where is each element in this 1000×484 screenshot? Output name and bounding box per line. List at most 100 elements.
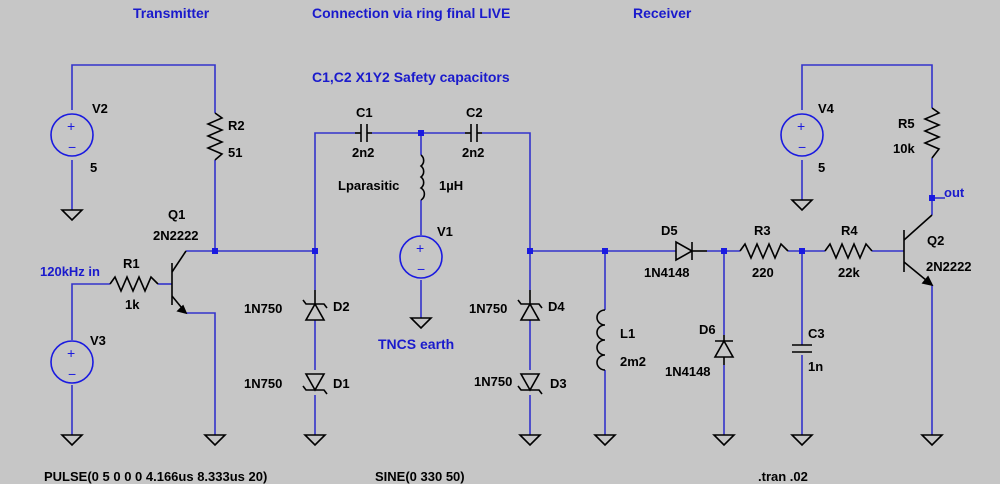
D2-name: D2 — [333, 299, 350, 314]
inductor-Lparasitic[interactable] — [419, 154, 426, 201]
voltage-source-V3[interactable]: + − — [50, 340, 94, 384]
zener-diode-D2[interactable] — [302, 290, 328, 321]
ground-icon — [790, 199, 814, 212]
C2-name: C2 — [466, 105, 483, 120]
V4-value: 5 — [818, 160, 825, 175]
resistor-R5[interactable] — [922, 107, 942, 159]
ground-symbols — [60, 199, 944, 447]
junction-dot — [799, 248, 805, 254]
C2-value: 2n2 — [462, 145, 484, 160]
R5-value: 10k — [893, 141, 915, 156]
D6-value: 1N4148 — [665, 364, 711, 379]
ground-icon — [593, 434, 617, 447]
Q2-name: Q2 — [927, 233, 944, 248]
V2-name: V2 — [92, 101, 108, 116]
V1-name: V1 — [437, 224, 453, 239]
resistor-R1[interactable] — [109, 274, 159, 294]
ground-icon — [60, 434, 84, 447]
input-net-label: 120kHz in — [40, 264, 100, 279]
D1-value: 1N750 — [244, 376, 282, 391]
svg-text:−: − — [798, 139, 806, 155]
junctions — [212, 130, 935, 254]
safety-capacitors-note: C1,C2 X1Y2 Safety capacitors — [312, 69, 510, 85]
C3-value: 1n — [808, 359, 823, 374]
junction-dot — [929, 195, 935, 201]
R2-name: R2 — [228, 118, 245, 133]
diode-D5[interactable] — [675, 240, 707, 262]
svg-text:+: + — [67, 345, 75, 361]
output-net-label: out — [944, 185, 965, 200]
C1-name: C1 — [356, 105, 373, 120]
R4-value: 22k — [838, 265, 860, 280]
svg-text:+: + — [67, 118, 75, 134]
D4-name: D4 — [548, 299, 565, 314]
inductor-L1[interactable] — [596, 309, 606, 371]
transmitter-title: Transmitter — [133, 5, 210, 21]
ground-icon — [303, 434, 327, 447]
ground-icon — [712, 434, 736, 447]
R1-value: 1k — [125, 297, 140, 312]
Q1-value: 2N2222 — [153, 228, 199, 243]
capacitor-C1[interactable] — [355, 124, 372, 142]
resistor-R4[interactable] — [824, 241, 873, 261]
sine-source-spec: SINE(0 330 50) — [375, 469, 465, 484]
receiver-title: Receiver — [633, 5, 692, 21]
D5-value: 1N4148 — [644, 265, 690, 280]
Lparasitic-value: 1µH — [439, 178, 463, 193]
junction-dot — [527, 248, 533, 254]
transistor-Q1[interactable] — [171, 250, 188, 315]
junction-dot — [418, 130, 424, 136]
zener-diode-D4[interactable] — [517, 290, 543, 321]
ground-icon — [920, 434, 944, 447]
V2-value: 5 — [90, 160, 97, 175]
D1-name: D1 — [333, 376, 350, 391]
wires — [71, 64, 945, 435]
capacitor-C2[interactable] — [465, 124, 482, 142]
R1-name: R1 — [123, 256, 140, 271]
R3-value: 220 — [752, 265, 774, 280]
pulse-source-spec: PULSE(0 5 0 0 0 4.166us 8.333us 20) — [44, 469, 267, 484]
D3-name: D3 — [550, 376, 567, 391]
svg-text:−: − — [68, 139, 76, 155]
L1-value: 2m2 — [620, 354, 646, 369]
connection-title: Connection via ring final LIVE — [312, 5, 510, 21]
L1-name: L1 — [620, 326, 635, 341]
Q2-value: 2N2222 — [926, 259, 972, 274]
voltage-source-V4[interactable]: + − — [780, 113, 824, 157]
D3-value: 1N750 — [474, 374, 512, 389]
D5-name: D5 — [661, 223, 678, 238]
zener-diode-D3[interactable] — [517, 373, 543, 395]
diode-D6[interactable] — [713, 335, 735, 365]
R4-name: R4 — [841, 223, 858, 238]
svg-text:+: + — [416, 240, 424, 256]
ground-icon — [203, 434, 227, 447]
R3-name: R3 — [754, 223, 771, 238]
D4-value: 1N750 — [469, 301, 507, 316]
transistor-Q2[interactable] — [903, 214, 934, 287]
svg-text:+: + — [797, 118, 805, 134]
ground-icon — [790, 434, 814, 447]
R5-name: R5 — [898, 116, 915, 131]
junction-dot — [602, 248, 608, 254]
ground-icon — [60, 209, 84, 222]
svg-text:−: − — [417, 261, 425, 277]
zener-diode-D1[interactable] — [302, 373, 328, 395]
resistor-R2[interactable] — [205, 112, 225, 161]
resistor-R3[interactable] — [739, 241, 789, 261]
Q1-name: Q1 — [168, 207, 185, 222]
junction-dot — [312, 248, 318, 254]
tran-directive: .tran .02 — [758, 469, 808, 484]
capacitor-C3[interactable] — [792, 344, 812, 353]
V3-name: V3 — [90, 333, 106, 348]
R2-value: 51 — [228, 145, 242, 160]
voltage-source-V1[interactable]: + − — [399, 235, 443, 279]
Lparasitic-name: Lparasitic — [338, 178, 399, 193]
ground-icon — [409, 317, 433, 330]
junction-dot — [721, 248, 727, 254]
ground-icon — [518, 434, 542, 447]
D6-name: D6 — [699, 322, 716, 337]
svg-text:−: − — [68, 366, 76, 382]
V4-name: V4 — [818, 101, 835, 116]
voltage-source-V2[interactable]: + − — [50, 113, 94, 157]
